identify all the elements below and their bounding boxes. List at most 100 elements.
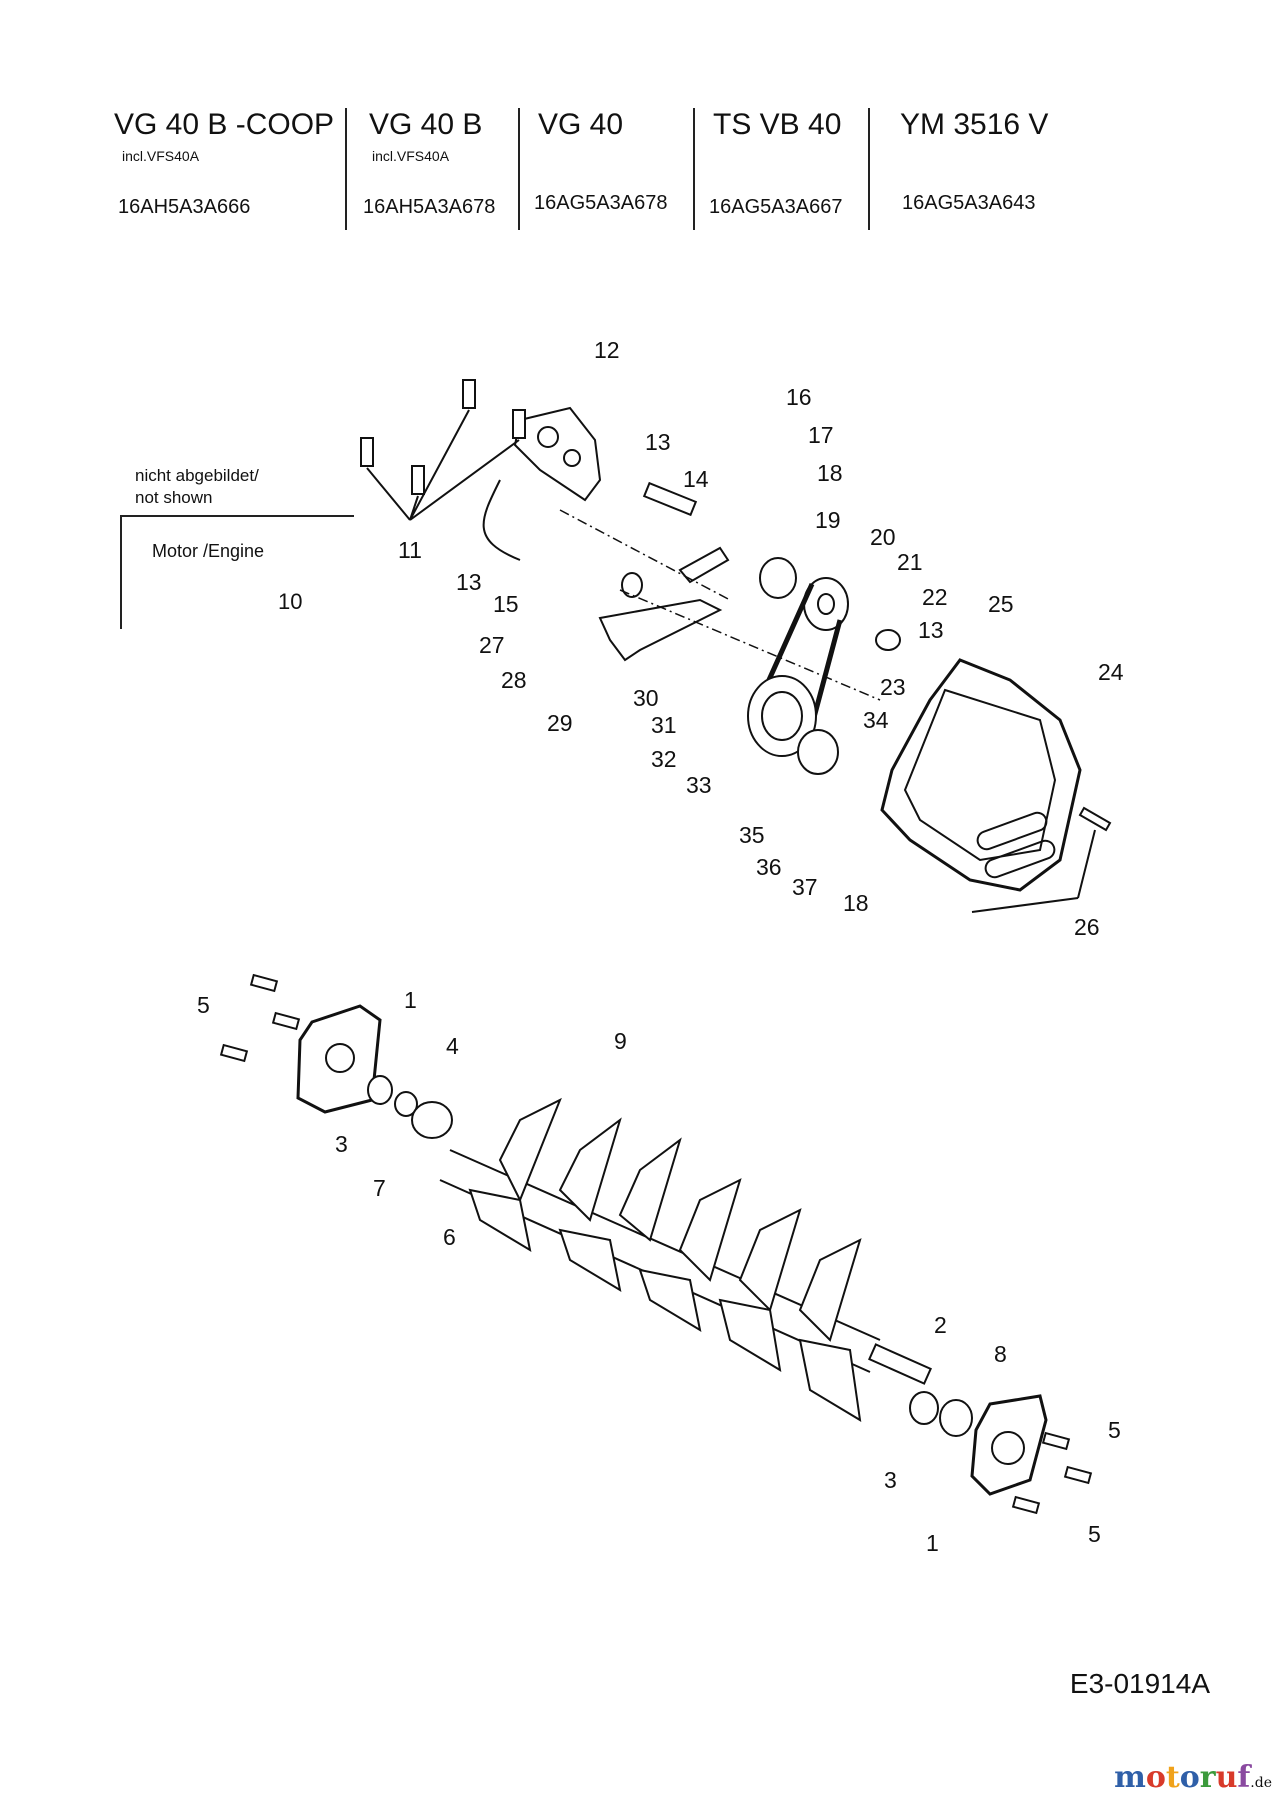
- motor-part-number: 10: [278, 589, 303, 614]
- callout-18: 18: [817, 460, 843, 486]
- model-code: 16AG5A3A678: [534, 192, 668, 214]
- not-shown-note: nicht abgebildet/ not shown: [135, 465, 259, 509]
- not-shown-line-1: nicht abgebildet/: [135, 466, 259, 485]
- brand-letter: o: [1145, 1760, 1166, 1795]
- sleeve: [411, 1101, 453, 1139]
- tine-blade: [638, 1268, 702, 1333]
- callout-8: 8: [994, 1341, 1007, 1367]
- plate-hole: [563, 449, 581, 467]
- bolt: [1063, 1465, 1093, 1485]
- callout-14: 14: [683, 466, 709, 492]
- callout-24: 24: [1098, 659, 1124, 685]
- cover-screw: [1078, 806, 1112, 832]
- model-header-2: VG 40 B incl.VFS40A 16AH5A3A678: [363, 108, 495, 218]
- lower-pulley-groove: [761, 691, 803, 741]
- callout-18: 18: [843, 890, 869, 916]
- callout-28: 28: [501, 667, 527, 693]
- header-divider: [693, 108, 695, 230]
- tension-lever: [678, 546, 730, 584]
- brand-letter: r: [1199, 1760, 1216, 1795]
- mounting-plate: [513, 406, 602, 502]
- brand-letter: f: [1237, 1760, 1251, 1795]
- drawing-code: E3-01914A: [1069, 1668, 1210, 1699]
- callout-5: 5: [1088, 1521, 1101, 1547]
- brand-letter: m: [1114, 1760, 1146, 1795]
- link-loop: [482, 479, 521, 561]
- model-incl: incl.VFS40A: [122, 148, 200, 164]
- model-name: VG 40: [538, 108, 624, 141]
- cover-inner: [903, 688, 1057, 862]
- lower-pulley: [747, 675, 817, 757]
- bolt: [411, 465, 425, 495]
- leader-line: [971, 829, 1096, 913]
- bracket-pulley: [621, 572, 643, 598]
- model-name: TS VB 40: [713, 108, 842, 141]
- tine-blade: [558, 1228, 622, 1293]
- callout-26: 26: [1074, 914, 1100, 940]
- bolt: [360, 437, 374, 467]
- model-header-3: VG 40 16AG5A3A678: [534, 108, 667, 214]
- callout-3: 3: [335, 1131, 348, 1157]
- callout-23: 23: [880, 674, 906, 700]
- model-name: VG 40 B: [369, 108, 483, 141]
- motor-box: Motor /Engine 10: [120, 515, 354, 629]
- model-code: 16AG5A3A643: [902, 192, 1036, 214]
- callout-31: 31: [651, 712, 677, 738]
- tines: [468, 1097, 862, 1422]
- callout-2: 2: [934, 1312, 947, 1338]
- callout-12: 12: [594, 337, 620, 363]
- tine-blade: [468, 1188, 532, 1253]
- model-code: 16AH5A3A678: [363, 196, 496, 218]
- upper-pulley-hub: [817, 593, 835, 615]
- bolt-group-11: [360, 379, 526, 521]
- callout-5: 5: [1108, 1417, 1121, 1443]
- bolt: [249, 973, 279, 993]
- bolt: [219, 1043, 249, 1063]
- callout-13: 13: [918, 617, 944, 643]
- callout-37: 37: [792, 874, 818, 900]
- brand-letter: u: [1215, 1760, 1238, 1795]
- idler-bracket: [598, 598, 723, 662]
- bolt: [462, 379, 476, 409]
- leader-line: [366, 409, 520, 521]
- bolt: [512, 409, 526, 439]
- callout-35: 35: [739, 822, 765, 848]
- brand-watermark: motoruf.de: [1114, 1760, 1272, 1795]
- callout-20: 20: [870, 524, 896, 550]
- bolt: [1041, 1431, 1071, 1451]
- callout-27: 27: [479, 632, 505, 658]
- cover-slot: [976, 811, 1048, 851]
- brand-name: motoruf: [1114, 1760, 1250, 1795]
- callout-22: 22: [922, 584, 948, 610]
- left-bearing-hub: [325, 1043, 355, 1073]
- callout-labels: 12 16 17 13 14 18 19 20 21 22 25 13 24 1…: [197, 337, 1124, 1556]
- callout-21: 21: [897, 549, 923, 575]
- tine-blade: [558, 1117, 622, 1222]
- washer: [875, 629, 901, 651]
- callout-19: 19: [815, 507, 841, 533]
- bolt: [271, 1011, 301, 1031]
- brand-suffix: .de: [1250, 1775, 1272, 1791]
- brand-letter: o: [1179, 1760, 1200, 1795]
- callout-16: 16: [786, 384, 812, 410]
- callout-4: 4: [446, 1033, 459, 1059]
- motor-label: Motor /Engine: [152, 541, 265, 561]
- tine-blade: [738, 1208, 802, 1312]
- plate-hole: [537, 426, 559, 448]
- tine-blade: [798, 1338, 862, 1422]
- callout-33: 33: [686, 772, 712, 798]
- spacer: [759, 557, 797, 599]
- callout-13: 13: [645, 429, 671, 455]
- model-header-1: VG 40 B -COOP incl.VFS40A 16AH5A3A666: [114, 108, 334, 218]
- retaining-ring: [394, 1091, 418, 1117]
- callout-11: 11: [398, 537, 422, 563]
- tine-blade: [678, 1178, 742, 1282]
- bearing: [367, 1075, 393, 1105]
- callout-1: 1: [926, 1530, 939, 1556]
- callout-30: 30: [633, 685, 659, 711]
- callout-15: 15: [493, 591, 519, 617]
- tine-blade: [718, 1298, 782, 1372]
- right-bearing-hub: [991, 1431, 1025, 1465]
- header-divider: [345, 108, 347, 230]
